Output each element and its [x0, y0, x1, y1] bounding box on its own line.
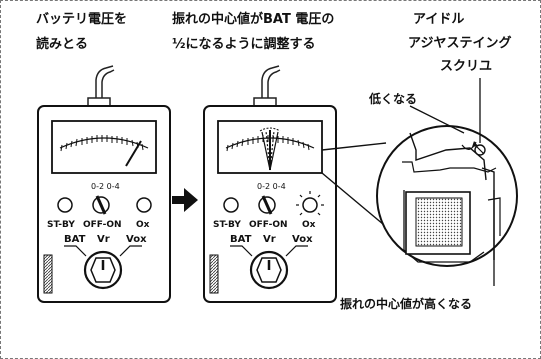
standby-knob-right	[223, 197, 239, 213]
meter-scale-right	[226, 135, 310, 152]
range-label-left: 0-2 0-4	[91, 182, 120, 191]
battery-tag-left	[43, 254, 53, 294]
callout-line-top	[321, 142, 387, 151]
caption-right-line1: アイドル	[413, 12, 464, 27]
caption-right-line2: アジヤステイング	[408, 35, 511, 51]
label-standby-right: ST-BY	[213, 220, 241, 230]
label-vr-left: Vr	[97, 234, 110, 245]
label-standby-left: ST-BY	[47, 220, 75, 230]
ox-knob-turning-right	[296, 191, 324, 216]
label-bat-right: BAT	[230, 234, 252, 245]
tester-right: 0-2 0-4 ST-BY OFF-ON Ox BAT Vr Vox	[203, 65, 337, 303]
label-offon-left: OFF-ON	[83, 220, 122, 230]
battery-tag-right	[209, 254, 219, 294]
standby-knob-left	[57, 197, 73, 213]
meter-needle-left	[125, 140, 142, 167]
tester-left: 0-2 0-4 ST-BY OFF-ON Ox BAT Vr Vox	[37, 65, 171, 303]
magnified-detail	[376, 125, 518, 267]
caption-right-line3: スクリユ	[440, 59, 492, 74]
range-label-right: 0-2 0-4	[257, 182, 286, 191]
label-offon-right: OFF-ON	[249, 220, 288, 230]
caption-middle-line2: ½になるように調整する	[172, 36, 315, 52]
arrow-right	[172, 188, 198, 212]
label-vr-right: Vr	[263, 234, 276, 245]
caption-middle-line1: 振れの中心値がBAT 電圧の	[172, 11, 334, 27]
ox-knob-left	[136, 197, 152, 213]
cable-right	[261, 65, 280, 104]
leader-low	[409, 105, 465, 134]
label-higher: 振れの中心値が高くなる	[340, 296, 472, 311]
label-bat-left: BAT	[64, 234, 86, 245]
cable-left	[95, 65, 114, 104]
meter-needle-swing-right	[261, 130, 279, 171]
label-vox-left: Vox	[126, 234, 147, 245]
label-lower: 低くなる	[368, 91, 417, 106]
meter-window-left	[51, 120, 157, 174]
float-chamber-fill	[415, 197, 463, 247]
power-toggle-left	[95, 195, 107, 215]
label-ox-right: Ox	[302, 220, 316, 230]
label-vox-right: Vox	[292, 234, 313, 245]
label-ox-left: Ox	[136, 220, 150, 230]
power-toggle-right	[261, 195, 273, 215]
caption-left-line1: バッテリ電圧を	[36, 12, 127, 27]
caption-left-line2: 読みとる	[36, 36, 88, 52]
